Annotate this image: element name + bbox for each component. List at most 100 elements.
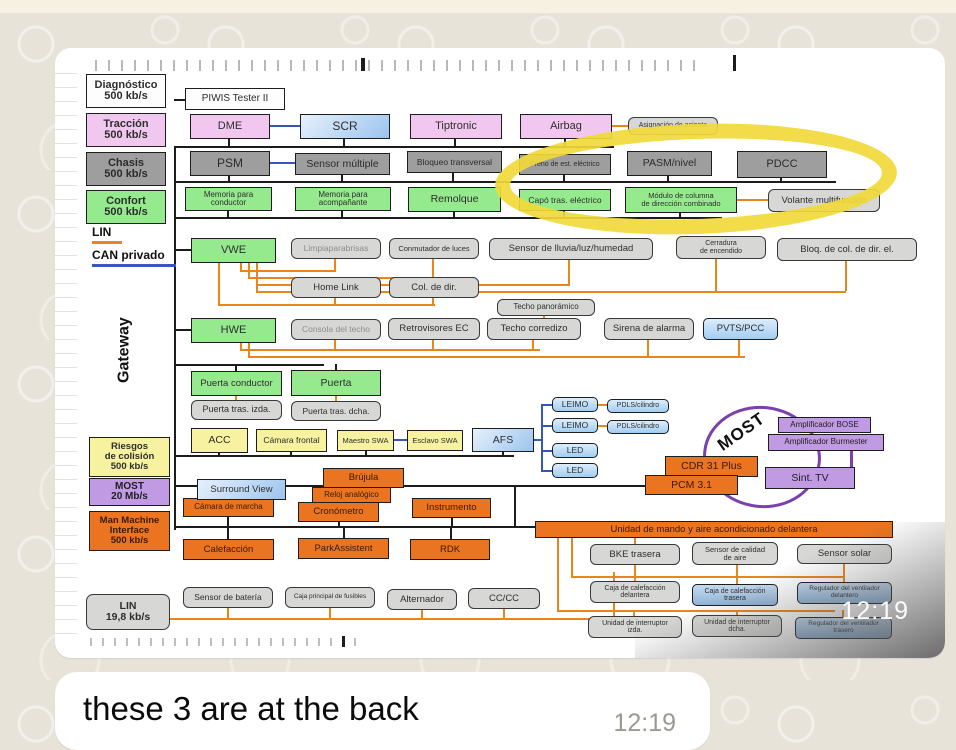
text-message-bubble[interactable]: these 3 are at the back 12:19 <box>55 672 710 750</box>
status-bar-strip <box>0 0 956 13</box>
diagram-node: AFS <box>472 428 534 452</box>
diagram-line <box>227 517 229 526</box>
diagram-line <box>450 528 452 539</box>
diagram-node: Techo panorámico <box>497 299 595 316</box>
diagram-line <box>343 528 345 538</box>
diagram-node: Brújula <box>323 468 404 488</box>
diagram-node: Memoria para conductor <box>185 187 272 211</box>
diagram-line <box>218 263 220 306</box>
diagram-node: Limpiaparabrisas <box>291 238 381 259</box>
diagram-line <box>334 259 336 270</box>
diagram-line <box>174 181 836 183</box>
diagram-line <box>503 609 505 618</box>
diagram-line <box>598 404 607 406</box>
timestamp-shade-gradient <box>635 522 945 658</box>
message-timestamp: 12:19 <box>613 709 676 737</box>
diagram-node: MOST 20 Mb/s <box>89 478 170 506</box>
diagram-node: Cámara de marcha <box>183 498 274 517</box>
diagram-line <box>633 610 635 616</box>
diagram-line <box>568 260 570 284</box>
diagram-node: Man Machine Interface 500 kb/s <box>89 511 170 551</box>
diagram-node: Esclavo SWA <box>407 430 463 451</box>
diagram-node: LEIMO <box>552 397 598 412</box>
diagram-node: Reloj analógico <box>312 487 391 503</box>
diagram-line <box>256 291 846 293</box>
diagram-line <box>335 364 337 370</box>
diagram-node: PDCC <box>737 151 827 178</box>
diagram-line <box>563 211 565 217</box>
diagram-line <box>394 439 407 441</box>
diagram-line <box>557 538 559 612</box>
diagram-line <box>174 485 647 487</box>
diagram-line <box>240 349 540 351</box>
diagram-node: Consola del techo <box>291 319 381 340</box>
diagram-line <box>532 340 534 349</box>
image-message-timestamp: 12:19 <box>841 597 909 625</box>
diagram-node: Tiptronic <box>410 114 502 139</box>
diagram-node: Puerta <box>291 370 381 396</box>
diagram-line <box>432 259 434 277</box>
diagram-line <box>290 452 292 455</box>
diagram-node: Techo corredizo <box>487 318 581 340</box>
diagram-node: Confort 500 kb/s <box>86 190 166 224</box>
diagram-node: ParkAssistent <box>298 538 389 559</box>
diagram-line <box>451 518 453 526</box>
diagram-node: Tracción 500 kb/s <box>86 113 166 147</box>
diagram-node: Retrovisores EC <box>388 318 480 340</box>
diagram-line <box>341 211 343 217</box>
diagram-node: Memoria para acompañante <box>295 187 391 211</box>
diagram-node: Sensor de lluvia/luz/humedad <box>489 238 653 260</box>
diagram-node: Surround View <box>197 479 286 500</box>
ruler-ticks-top <box>95 60 695 71</box>
diagram-node: Módulo de columna de dirección combinado <box>625 187 737 213</box>
diagram-node: Cronómetro <box>298 502 379 522</box>
diagram-node: Caja principal de fusibles <box>285 587 375 608</box>
ruler-ticks-bottom <box>90 638 360 646</box>
diagram-line <box>329 608 331 618</box>
diagram-line <box>248 356 745 358</box>
diagram-node: Instrumento <box>412 498 491 518</box>
diagram-node: Alternador <box>387 589 457 610</box>
diagram-node: LIN <box>92 224 122 244</box>
diagram-line <box>174 364 324 366</box>
diagram-node: Puerta tras. dcha. <box>291 401 381 421</box>
diagram-line <box>174 526 535 528</box>
diagram-line <box>235 396 237 400</box>
diagram-line <box>240 270 336 272</box>
diagram-line <box>421 610 423 618</box>
diagram-line <box>571 538 573 576</box>
diagram-line <box>850 451 853 467</box>
diagram-node: RDK <box>410 539 490 560</box>
diagram-node: PSM <box>190 151 270 176</box>
diagram-node: HWE <box>191 318 276 343</box>
diagram-node: CAN privado <box>92 247 176 267</box>
diagram-node: Puerta conductor <box>191 371 282 396</box>
diagram-node: PASM/nivel <box>627 151 712 176</box>
diagram-line <box>733 55 736 71</box>
diagram-node: Asignación de asiento <box>628 117 718 135</box>
diagram-node: Sensor de batería <box>183 587 273 608</box>
diagram-line <box>502 452 504 455</box>
diagram-node: LED <box>552 443 598 458</box>
diagram-line <box>170 618 615 620</box>
diagram-line <box>454 139 456 146</box>
diagram-line <box>845 261 847 291</box>
diagram-node: PDLS/cilindro <box>607 399 669 413</box>
diagram-node: Amplificador Burmester <box>768 434 884 451</box>
diagram-node: LIN 19,8 kb/s <box>86 594 170 630</box>
diagram-line <box>564 139 566 146</box>
diagram-node: LEIMO <box>552 418 598 433</box>
diagram-line <box>452 173 454 181</box>
diagram-line <box>541 404 543 472</box>
diagram-node: SCR <box>300 114 390 139</box>
notebook-margin-lines <box>55 73 77 635</box>
diagram-line <box>647 340 649 356</box>
diagram-line <box>218 304 435 306</box>
diagram-line <box>543 316 545 318</box>
diagram-node: Cerradura de encendido <box>676 236 766 259</box>
diagram-node: VWE <box>191 238 276 263</box>
diagram-line <box>612 125 628 127</box>
